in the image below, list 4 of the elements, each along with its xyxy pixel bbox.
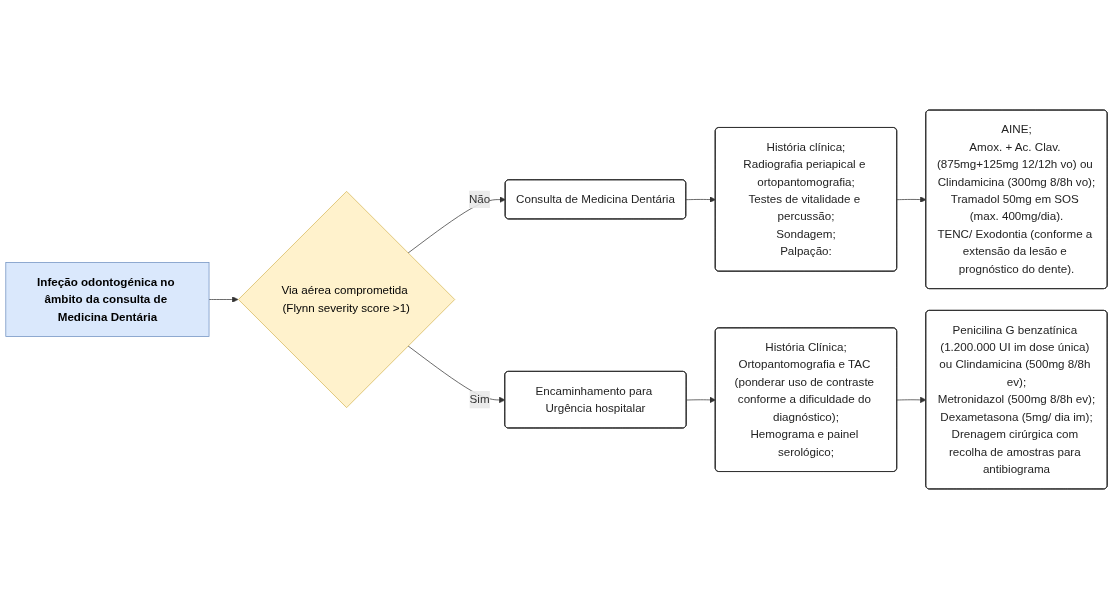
edge-label: Sim [469, 393, 490, 406]
node-diamond: Via aérea comprometida (Flynn severity score >1) [238, 191, 456, 408]
edge-label: Não [468, 192, 491, 206]
node-box: Infeção odontogénica no âmbito da consulta de Medicina Dentária [5, 262, 210, 337]
